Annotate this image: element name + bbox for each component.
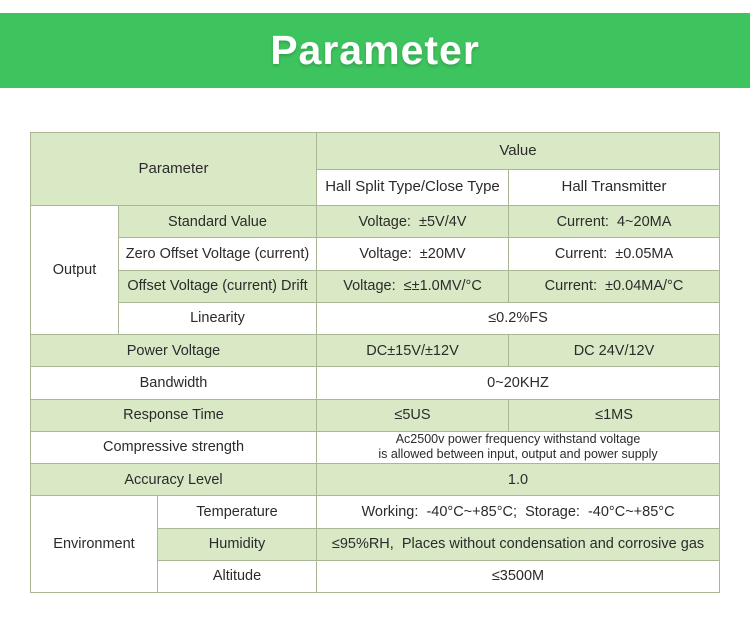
row-label-humidity: Humidity [158, 528, 316, 560]
value-standard-transmitter: Current: 4~20MA [509, 206, 719, 238]
row-label-linearity: Linearity [119, 302, 316, 334]
row-label-offset-drift: Offset Voltage (current) Drift [119, 270, 316, 302]
group-label-output: Output [31, 206, 118, 334]
group-label-environment: Environment [31, 496, 157, 592]
value-offset-drift-transmitter: Current: ±0.04MA/°C [509, 270, 719, 302]
row-label-accuracy-level: Accuracy Level [31, 464, 316, 496]
value-zero-offset-split: Voltage: ±20MV [317, 238, 508, 270]
value-offset-drift-split: Voltage: ≤±1.0MV/°C [317, 270, 508, 302]
value-power-voltage-transmitter: DC 24V/12V [509, 335, 719, 367]
row-label-bandwidth: Bandwidth [31, 367, 316, 399]
compressive-strength-line1: Ac2500v power frequency withstand voltag… [395, 431, 641, 446]
page-title: Parameter [270, 27, 480, 73]
header-hall-split-type: Hall Split Type/Close Type [317, 170, 508, 205]
value-accuracy-level: 1.0 [317, 464, 719, 496]
value-compressive-strength: Ac2500v power frequency withstand voltag… [317, 431, 719, 463]
value-response-time-split: ≤5US [317, 399, 508, 431]
parameter-table: Parameter Value Hall Split Type/Close Ty… [30, 132, 720, 593]
value-bandwidth: 0~20KHZ [317, 367, 719, 399]
row-label-zero-offset: Zero Offset Voltage (current) [119, 238, 316, 270]
value-linearity: ≤0.2%FS [317, 302, 719, 334]
page-header-banner: Parameter [0, 13, 750, 88]
value-altitude: ≤3500M [317, 560, 719, 592]
value-temperature: Working: -40°C~+85°C; Storage: -40°C~+85… [317, 496, 719, 528]
value-response-time-transmitter: ≤1MS [509, 399, 719, 431]
value-standard-split: Voltage: ±5V/4V [317, 206, 508, 238]
value-power-voltage-split: DC±15V/±12V [317, 335, 508, 367]
value-zero-offset-transmitter: Current: ±0.05MA [509, 238, 719, 270]
header-parameter: Parameter [31, 133, 316, 205]
row-label-standard-value: Standard Value [119, 206, 316, 238]
row-label-temperature: Temperature [158, 496, 316, 528]
row-label-compressive-strength: Compressive strength [31, 431, 316, 463]
header-value: Value [317, 133, 719, 169]
row-label-response-time: Response Time [31, 399, 316, 431]
row-label-altitude: Altitude [158, 560, 316, 592]
compressive-strength-line2: is allowed between input, output and pow… [378, 447, 658, 462]
value-humidity: ≤95%RH, Places without condensation and … [317, 528, 719, 560]
row-label-power-voltage: Power Voltage [31, 335, 316, 367]
header-hall-transmitter: Hall Transmitter [509, 170, 719, 205]
